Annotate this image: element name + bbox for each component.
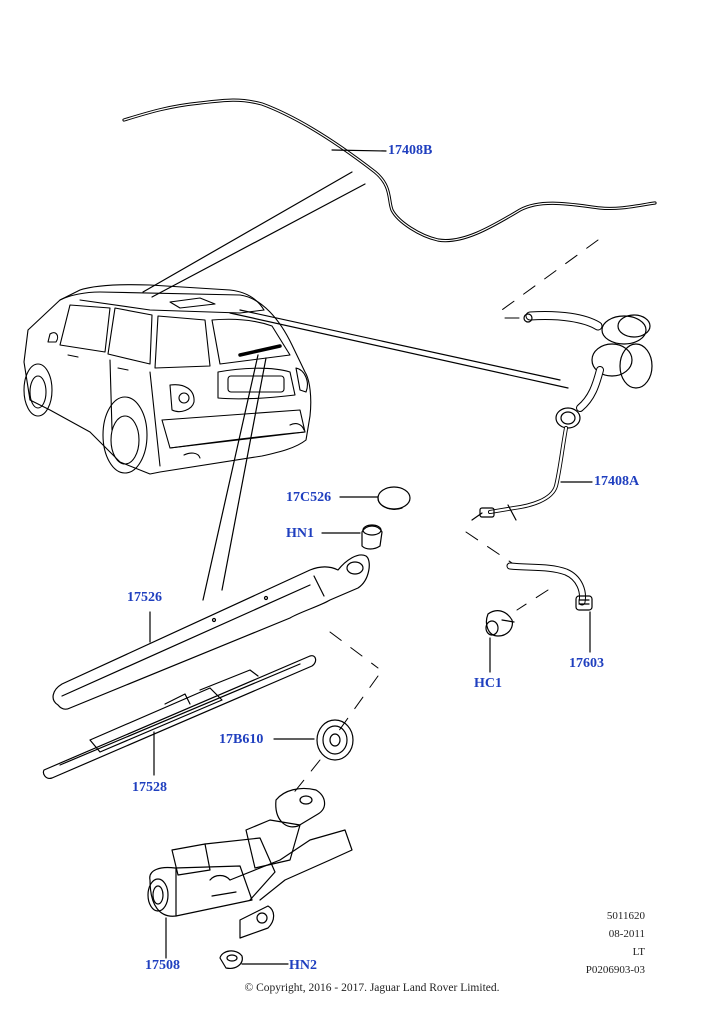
wiper-motor-17508 <box>147 787 353 959</box>
diagram-date: 08-2011 <box>608 928 645 940</box>
callout-17526[interactable]: 17526 <box>127 590 162 605</box>
callout-HN2[interactable]: HN2 <box>289 958 317 973</box>
callout-HC1[interactable]: HC1 <box>474 676 502 691</box>
wiper-blade-17528 <box>42 655 317 779</box>
diagram-ref-number: 5011620 <box>606 910 645 922</box>
callout-HN1[interactable]: HN1 <box>286 526 314 541</box>
nut-HN2 <box>219 950 289 969</box>
copyright-notice: © Copyright, 2016 - 2017. Jaguar Land Ro… <box>244 982 500 994</box>
callout-17603[interactable]: 17603 <box>569 656 604 671</box>
wiper-arm-17526 <box>52 554 370 710</box>
callout-17B610[interactable]: 17B610 <box>219 732 264 747</box>
washer-hose-17408B <box>122 98 657 243</box>
diagram-region: LT <box>632 946 645 958</box>
callout-17408B[interactable]: 17408B <box>388 143 433 158</box>
hose-17603 <box>506 562 593 653</box>
nut-HN1 <box>321 524 383 550</box>
leader-17408B <box>331 149 387 152</box>
callout-17408A[interactable]: 17408A <box>594 474 640 489</box>
callout-17508[interactable]: 17508 <box>145 958 180 973</box>
clip-HC1 <box>485 610 515 673</box>
callout-17528[interactable]: 17528 <box>132 780 167 795</box>
washer-hose-17408A <box>471 311 653 521</box>
callout-17C526[interactable]: 17C526 <box>286 490 332 505</box>
vehicle-illustration <box>23 284 312 475</box>
cap-17C526 <box>339 486 411 510</box>
grommet-17B610 <box>273 719 354 761</box>
diagram-illustration-id: P0206903-03 <box>585 964 645 976</box>
